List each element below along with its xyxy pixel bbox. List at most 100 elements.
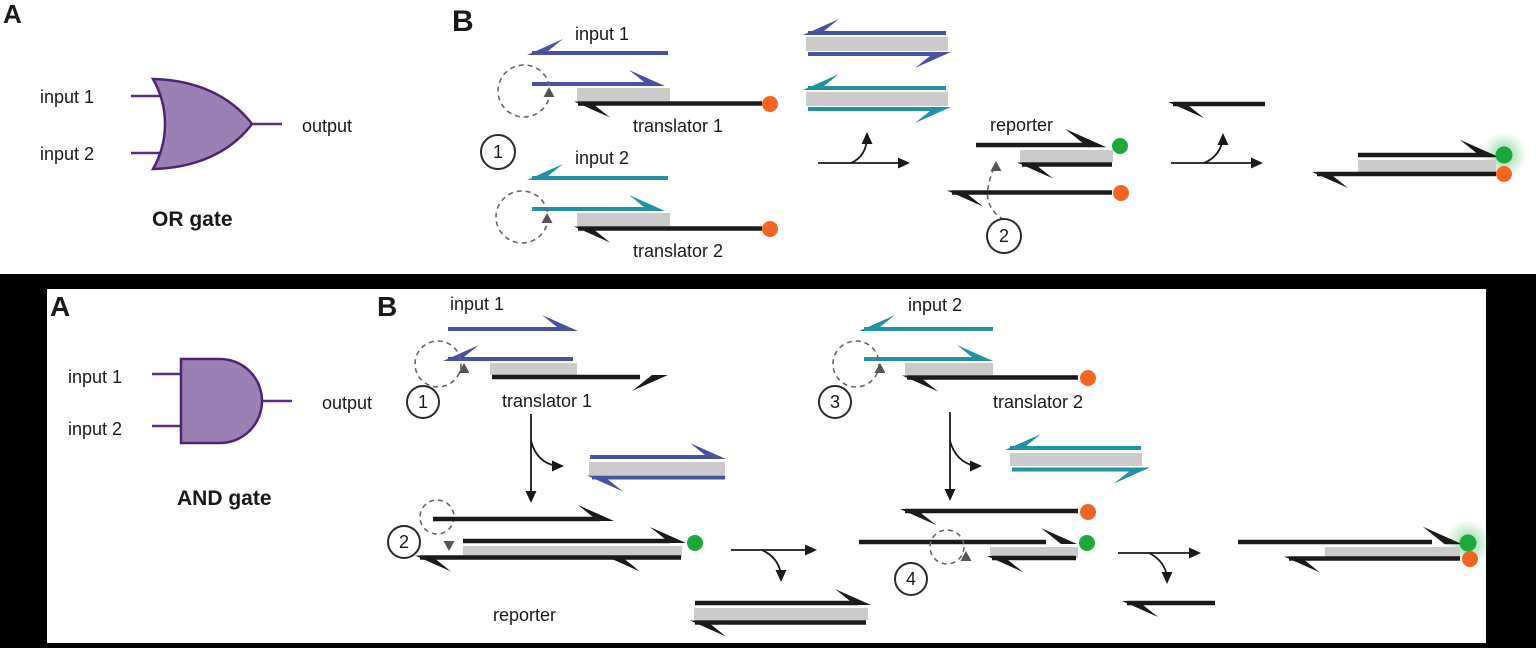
or-gate-shape — [150, 77, 254, 171]
panel-a-label: A — [3, 0, 22, 29]
and-waste-duplex-input2 — [1005, 434, 1150, 484]
step-number: 3 — [830, 392, 840, 412]
and-gate-symbol: input 1 input 2 output AND gate — [68, 357, 372, 510]
panel-or: A input 1 input 2 output OR gate B input… — [3, 0, 1527, 261]
or-released-translator-strand — [947, 185, 1129, 207]
panel-b-label: B — [452, 5, 474, 38]
fluorophore-dot — [1112, 138, 1128, 154]
step-number: 1 — [493, 142, 503, 162]
or-output-label: output — [302, 116, 352, 136]
reaction-arrow — [861, 132, 873, 144]
quencher-dot — [1080, 370, 1096, 386]
duplex-region — [1010, 453, 1142, 466]
or-input2-strand: input 2 — [527, 148, 668, 180]
and-input1-strand: input 1 — [448, 294, 578, 331]
duplex-region — [1020, 150, 1113, 162]
duplex-region — [905, 363, 993, 375]
duplex-region — [490, 363, 577, 375]
and-translator1-complex: translator 1 — [443, 345, 668, 411]
or-waste-duplex-input2 — [803, 74, 951, 123]
step1-badge: 1 — [406, 385, 440, 419]
and-reporter-complex: reporter — [415, 505, 703, 625]
duplex-region — [1325, 547, 1460, 558]
reaction-arrow — [898, 157, 910, 169]
step2-loop — [986, 161, 1013, 225]
or-waste-strand — [1168, 101, 1265, 118]
translator1-label: translator 1 — [633, 116, 723, 136]
reaction-arrow-1 — [818, 132, 910, 169]
duplex-region — [694, 608, 868, 620]
reporter-label: reporter — [990, 115, 1053, 135]
step-number: 2 — [999, 226, 1009, 246]
panel-and: A input 1 input 2 output AND gate B inpu… — [0, 274, 1536, 648]
or-translator2-complex: translator 2 — [532, 195, 778, 261]
translator2-label: translator 2 — [993, 392, 1083, 412]
and-gate-shape — [179, 357, 264, 445]
step1-loop-translator2 — [495, 190, 553, 244]
quencher-dot — [1496, 166, 1512, 182]
step2-badge: 2 — [986, 218, 1022, 254]
reaction-arrow-2 — [1171, 133, 1263, 169]
fluorophore-dot — [1459, 534, 1477, 552]
displacement-loop-arrow — [541, 213, 553, 223]
step3-loop — [832, 340, 886, 388]
and-input2-strand: input 2 — [859, 295, 993, 331]
panel-background — [47, 289, 1486, 643]
fluorophore-dot — [687, 535, 703, 551]
and-final-product — [1238, 520, 1491, 573]
quencher-dot — [762, 221, 778, 237]
quencher-dot — [762, 96, 778, 112]
displacement-loop-arrow — [543, 87, 555, 97]
and-waste-duplex-black — [690, 589, 871, 637]
translator2-label: translator 2 — [633, 241, 723, 261]
and-input1-label: input 1 — [68, 367, 122, 387]
step2-badge: 2 — [387, 525, 421, 559]
and-translator2-complex: translator 2 — [864, 345, 1096, 412]
translator1-label: translator 1 — [502, 391, 592, 411]
or-waste-duplex-input1 — [803, 19, 951, 68]
panel-a-label: A — [50, 291, 70, 322]
quencher-dot — [1113, 185, 1129, 201]
input1-label: input 1 — [450, 294, 504, 314]
or-reporter-complex: reporter — [976, 115, 1128, 179]
and-input2-label: input 2 — [68, 419, 122, 439]
reaction-arrow — [1217, 133, 1229, 145]
duplex-region — [463, 546, 682, 557]
duplex-region — [577, 88, 670, 101]
quencher-dot — [1462, 551, 1478, 567]
displacement-loop-arrow — [990, 161, 1002, 171]
input2-label: input 2 — [908, 295, 962, 315]
or-input2-label: input 2 — [40, 144, 94, 164]
step1-loop-translator1 — [497, 64, 555, 118]
input2-label: input 2 — [575, 148, 629, 168]
step3-badge: 3 — [818, 385, 852, 419]
step4-loop — [929, 529, 972, 565]
or-final-product — [1312, 132, 1527, 188]
duplex-region — [990, 547, 1078, 558]
and-output-label: output — [322, 393, 372, 413]
quencher-dot — [1080, 504, 1096, 520]
panel-b-label: B — [377, 291, 397, 322]
or-input1-label: input 1 — [40, 87, 94, 107]
reaction-arrow — [1251, 157, 1263, 169]
reaction-arrow-translator1 — [525, 414, 564, 503]
and-gate-caption: AND gate — [177, 487, 272, 510]
reaction-arrow-4 — [1118, 547, 1201, 584]
step1-badge: 1 — [480, 134, 516, 170]
or-input1-strand: input 1 — [527, 24, 668, 55]
reaction-arrow-3 — [731, 544, 817, 582]
step1-loop — [414, 340, 470, 388]
and-waste-duplex-input1 — [587, 443, 726, 492]
or-gate-symbol: input 1 input 2 output OR gate — [40, 77, 352, 231]
duplex-region — [806, 37, 948, 51]
and-released-translator2-strand — [900, 504, 1096, 525]
duplex-region — [589, 462, 725, 475]
duplex-region — [806, 92, 948, 106]
or-translator1-complex: translator 1 — [532, 70, 778, 136]
and-waste-strand — [1122, 600, 1215, 617]
duplex-region — [577, 213, 670, 226]
or-gate-caption: OR gate — [152, 208, 233, 231]
step-number: 4 — [906, 569, 916, 589]
